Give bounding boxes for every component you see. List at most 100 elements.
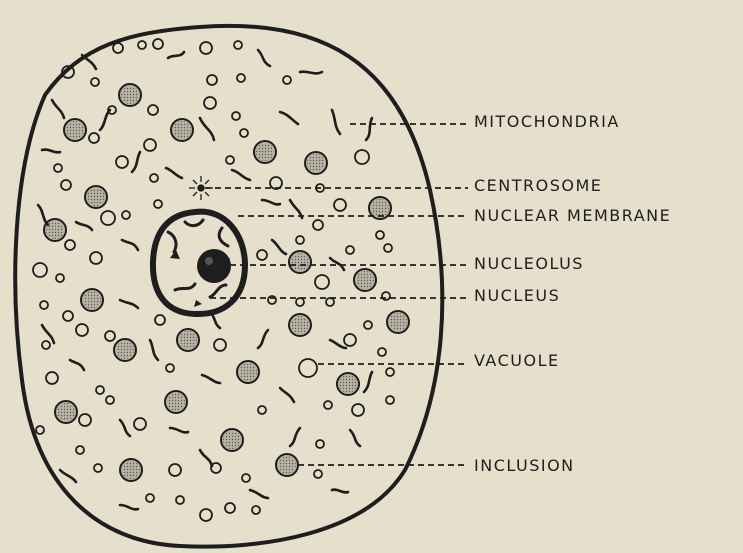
vacuole bbox=[296, 236, 304, 244]
label-vacuole: VACUOLE bbox=[474, 353, 560, 369]
vacuole bbox=[226, 156, 234, 164]
vacuole bbox=[386, 396, 394, 404]
vacuole bbox=[63, 311, 73, 321]
mitochondrion bbox=[258, 50, 270, 66]
vacuole bbox=[116, 156, 128, 168]
inclusion-stipple bbox=[173, 121, 191, 139]
vacuole bbox=[113, 43, 123, 53]
mitochondrion bbox=[232, 170, 250, 180]
inclusion-stipple bbox=[356, 271, 374, 289]
vacuole bbox=[257, 250, 267, 260]
inclusion-stipple bbox=[278, 456, 296, 474]
label-centrosome: CENTROSOME bbox=[474, 178, 602, 194]
vacuole bbox=[204, 97, 216, 109]
vacuole bbox=[122, 211, 130, 219]
mitochondrion bbox=[120, 505, 138, 509]
mitochondrion bbox=[200, 118, 214, 140]
inclusion-stipple bbox=[87, 188, 105, 206]
vacuole bbox=[225, 503, 235, 513]
mitochondrion bbox=[42, 150, 60, 153]
mitochondrion bbox=[42, 325, 54, 343]
vacuole bbox=[214, 339, 226, 351]
vacuole bbox=[46, 372, 58, 384]
vacuole bbox=[134, 418, 146, 430]
vacuole bbox=[146, 494, 154, 502]
inclusion-stipple bbox=[256, 143, 274, 161]
vacuole bbox=[346, 246, 354, 254]
vacuole bbox=[144, 139, 156, 151]
mitochondrion bbox=[70, 360, 84, 370]
inclusion-stipple bbox=[66, 121, 84, 139]
vacuole bbox=[169, 464, 181, 476]
vacuole bbox=[155, 315, 165, 325]
inclusion-stipple bbox=[122, 461, 140, 479]
inclusion-stipple bbox=[291, 316, 309, 334]
vacuole bbox=[326, 298, 334, 306]
mitochondrion bbox=[82, 55, 96, 69]
mitochondrion bbox=[200, 450, 212, 466]
vacuole bbox=[36, 426, 44, 434]
vacuole bbox=[364, 321, 372, 329]
vacuole bbox=[76, 324, 88, 336]
vacuole bbox=[101, 211, 115, 225]
nucleolus bbox=[197, 249, 231, 283]
vacuole bbox=[90, 252, 102, 264]
inclusion-stipple bbox=[239, 363, 257, 381]
inclusion-stipple bbox=[121, 86, 139, 104]
mitochondrion bbox=[132, 152, 140, 172]
mitochondrion bbox=[52, 100, 64, 118]
vacuole bbox=[54, 164, 62, 172]
vacuole bbox=[344, 334, 356, 346]
vacuole bbox=[207, 75, 217, 85]
mitochondrion bbox=[280, 112, 298, 124]
label-nucleus: NUCLEUS bbox=[474, 288, 560, 304]
vacuole bbox=[315, 275, 329, 289]
vacuole bbox=[65, 240, 75, 250]
vacuole bbox=[283, 76, 291, 84]
inclusion-stipple bbox=[116, 341, 134, 359]
vacuole bbox=[242, 474, 250, 482]
label-mitochondria: MITOCHONDRIA bbox=[474, 114, 620, 130]
vacuole bbox=[56, 274, 64, 282]
inclusion-stipple bbox=[83, 291, 101, 309]
vacuole bbox=[200, 42, 212, 54]
vacuole bbox=[316, 440, 324, 448]
vacuole bbox=[313, 220, 323, 230]
vacuole bbox=[33, 263, 47, 277]
mitochondrion bbox=[60, 470, 76, 482]
mitochondrion bbox=[258, 330, 268, 348]
mitochondrion bbox=[76, 222, 92, 230]
mitochondrion bbox=[280, 388, 294, 402]
mitochondrion bbox=[350, 430, 360, 446]
inclusion-stipple bbox=[57, 403, 75, 421]
inclusion-stipple bbox=[46, 221, 64, 239]
inclusion-stipple bbox=[371, 199, 389, 217]
mitochondrion bbox=[332, 110, 340, 134]
mitochondrion bbox=[366, 118, 372, 140]
vacuole bbox=[106, 396, 114, 404]
vacuole bbox=[334, 199, 346, 211]
inclusion-stipple bbox=[291, 253, 309, 271]
vacuole bbox=[299, 359, 317, 377]
vacuole bbox=[153, 39, 163, 49]
mitochondrion bbox=[38, 205, 48, 225]
vacuole bbox=[296, 298, 304, 306]
mitochondrion bbox=[166, 168, 182, 178]
label-nucleolus: NUCLEOLUS bbox=[474, 256, 584, 272]
vacuole bbox=[314, 470, 322, 478]
mitochondrion bbox=[300, 72, 322, 74]
mitochondrion bbox=[272, 240, 286, 254]
mitochondrion bbox=[150, 340, 158, 360]
vacuole bbox=[237, 74, 245, 82]
mitochondrion bbox=[332, 490, 348, 493]
mitochondrion bbox=[202, 375, 220, 383]
vacuole bbox=[91, 78, 99, 86]
vacuole bbox=[154, 200, 162, 208]
vacuole bbox=[94, 464, 102, 472]
vacuole bbox=[258, 406, 266, 414]
vacuole bbox=[232, 112, 240, 120]
cell-membrane bbox=[15, 26, 442, 547]
mitochondrion bbox=[120, 300, 138, 308]
mitochondrion bbox=[122, 240, 138, 250]
